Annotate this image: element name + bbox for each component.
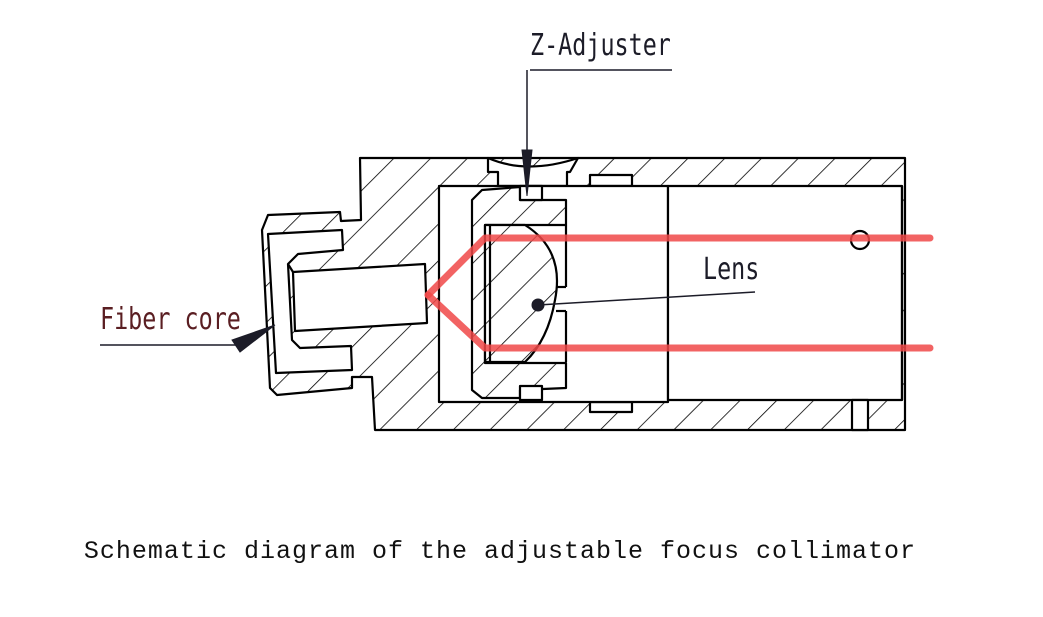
z-adjuster-label: Z-Adjuster bbox=[530, 28, 671, 63]
nut-cavity bbox=[266, 228, 354, 375]
beam-lower bbox=[424, 291, 934, 352]
fiber-ferrule bbox=[291, 262, 429, 333]
screw-slot bbox=[850, 398, 870, 432]
z-adjuster-arrow bbox=[521, 149, 533, 197]
lens-label: Lens bbox=[703, 252, 760, 287]
holder-top-slot bbox=[518, 184, 544, 202]
holder-bottom-slot bbox=[518, 384, 544, 402]
lens-leader bbox=[537, 291, 756, 306]
light-beams bbox=[424, 234, 934, 352]
beam-upper bbox=[424, 234, 934, 299]
ferrule-chamfer bbox=[287, 263, 294, 273]
output-bore bbox=[666, 184, 904, 402]
bottom-notch bbox=[588, 400, 634, 414]
top-notch bbox=[588, 173, 634, 188]
diagram-caption: Schematic diagram of the adjustable focu… bbox=[83, 537, 917, 566]
fiber-core-label: Fiber core bbox=[100, 302, 241, 337]
fiber-core-arrow bbox=[231, 324, 276, 353]
